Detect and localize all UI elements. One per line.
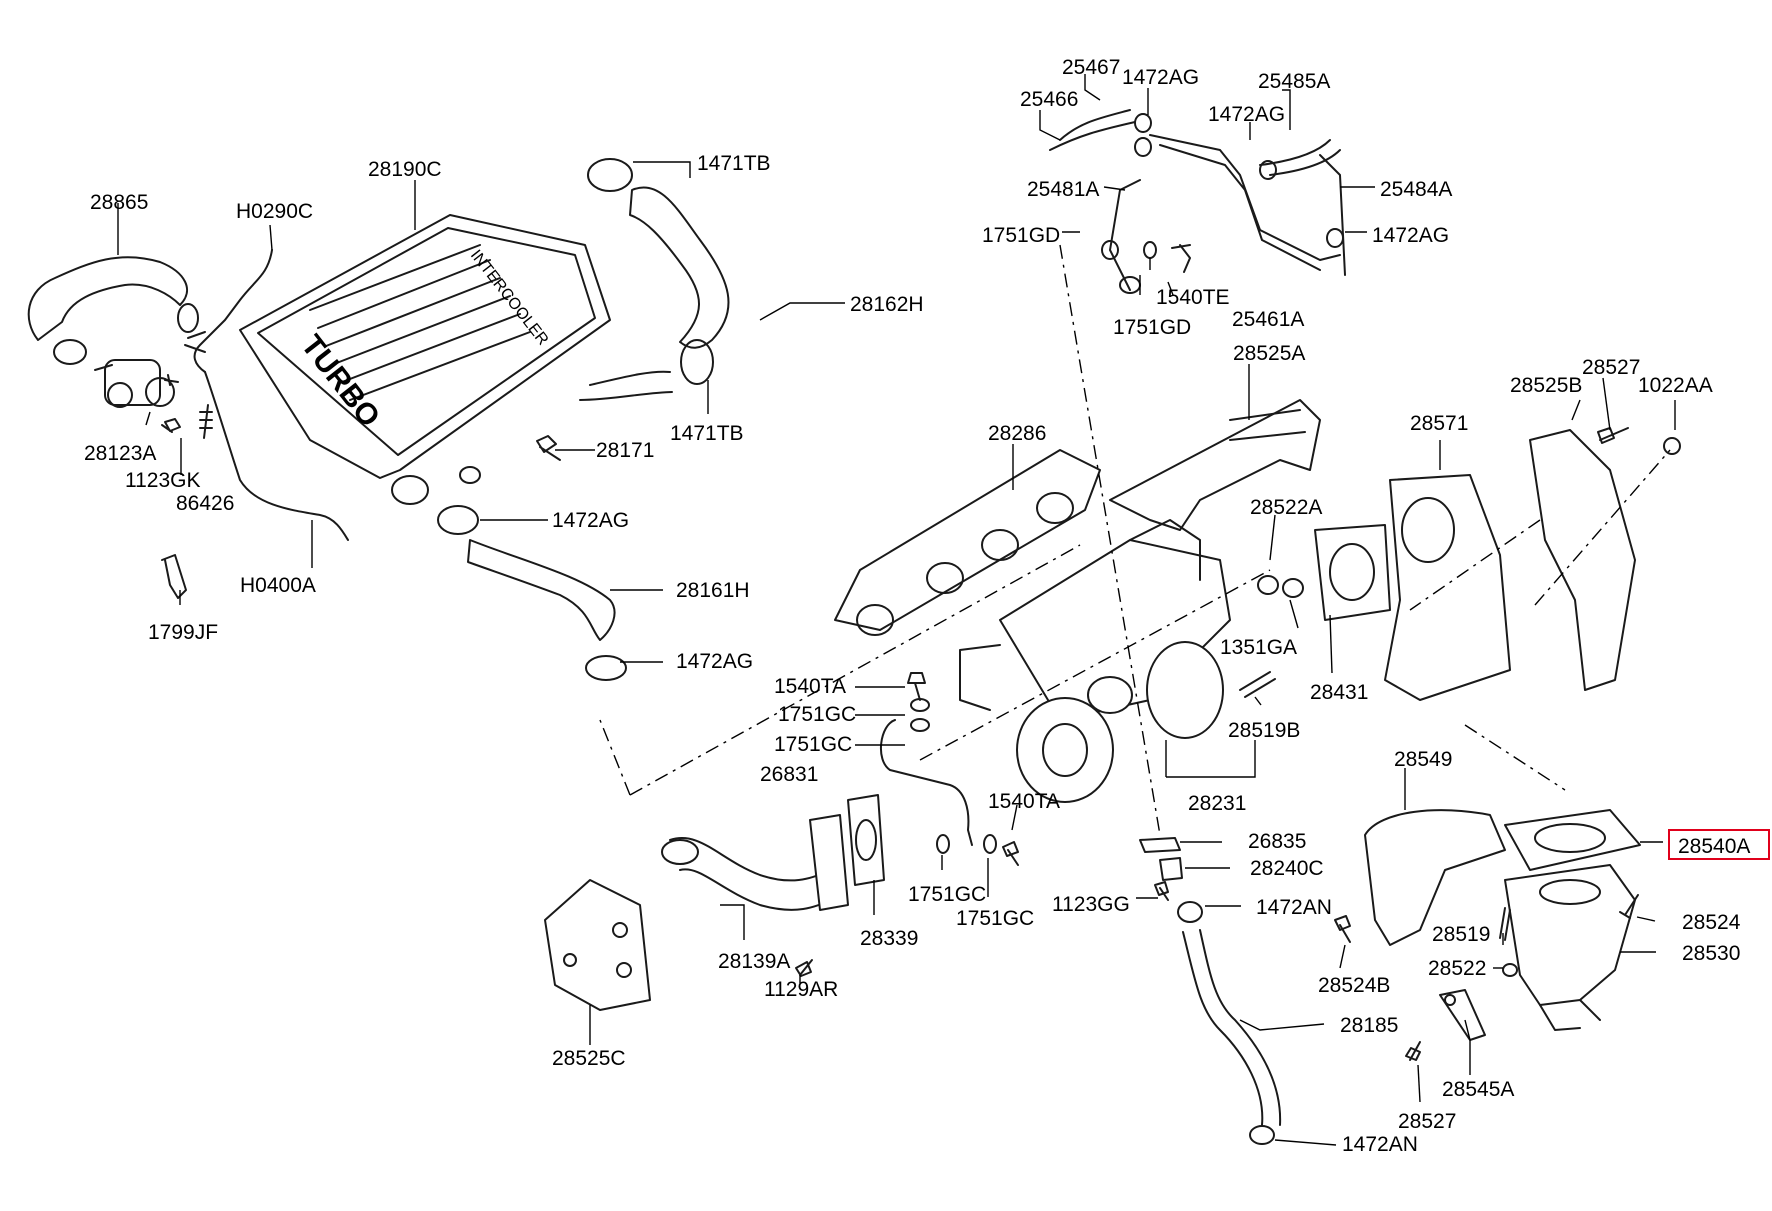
label-1540TA[interactable]: 1540TA	[774, 675, 846, 698]
elbow-28571	[1384, 474, 1511, 701]
label-1472AN-2[interactable]: 1472AN	[1342, 1133, 1418, 1156]
label-1472AG-5[interactable]: 1472AG	[676, 650, 753, 673]
label-25484A[interactable]: 25484A	[1380, 178, 1452, 201]
label-28185[interactable]: 28185	[1340, 1014, 1398, 1037]
turbocharger-28231	[959, 519, 1231, 803]
label-28519[interactable]: 28519	[1432, 923, 1490, 946]
label-1751GC-4[interactable]: 1751GC	[956, 907, 1034, 930]
label-1022AA[interactable]: 1022AA	[1638, 374, 1713, 397]
valve-28123A	[94, 359, 179, 408]
label-1751GD-2[interactable]: 1751GD	[1113, 316, 1191, 339]
coolant-lines-25461A	[1049, 109, 1346, 291]
gasket-28540A	[1504, 809, 1641, 871]
label-28431[interactable]: 28431	[1310, 681, 1368, 704]
gasket-28431	[1314, 524, 1391, 621]
intercooler-28190C: TURBO INTERCOOLER	[239, 214, 611, 479]
hose-28865	[27, 256, 189, 341]
label-1123GG[interactable]: 1123GG	[1052, 893, 1130, 916]
hose-28161H	[467, 539, 616, 641]
label-28339[interactable]: 28339	[860, 927, 918, 950]
heat-shield-28549	[1364, 809, 1506, 946]
label-28527-2[interactable]: 28527	[1398, 1110, 1456, 1133]
hose-28162H	[629, 186, 730, 349]
pipe-28139A	[669, 837, 836, 911]
bracket-28525C	[544, 879, 651, 1011]
label-28525C[interactable]: 28525C	[552, 1047, 626, 1070]
label-1540TE[interactable]: 1540TE	[1156, 286, 1230, 309]
label-28530[interactable]: 28530	[1682, 942, 1740, 965]
label-28540A[interactable]: 28540A	[1678, 835, 1750, 858]
hose-H0400A	[204, 371, 349, 541]
heat-shield-28525A	[1109, 399, 1321, 531]
label-25466[interactable]: 25466	[1020, 88, 1078, 111]
label-28171[interactable]: 28171	[596, 439, 654, 462]
label-28123A[interactable]: 28123A	[84, 442, 156, 465]
alignment-lines	[599, 244, 1671, 836]
label-28865[interactable]: 28865	[90, 191, 148, 214]
oil-line-26831	[879, 719, 973, 846]
highlighted-part-28540A[interactable]: 28540A	[1668, 829, 1770, 860]
label-1472AG-4[interactable]: 1472AG	[552, 509, 629, 532]
label-1472AG-2[interactable]: 1472AG	[1208, 103, 1285, 126]
label-1751GC-2[interactable]: 1751GC	[774, 733, 852, 756]
gasket-28286	[834, 449, 1101, 636]
part-labels: 25467 1472AG 25485A 25466 1472AG 1471TB …	[84, 56, 1770, 1156]
label-25461A[interactable]: 25461A	[1232, 308, 1304, 331]
label-28545A[interactable]: 28545A	[1442, 1078, 1514, 1101]
label-28525A[interactable]: 28525A	[1233, 342, 1305, 365]
highlight-box	[1668, 829, 1770, 860]
label-1123GK[interactable]: 1123GK	[125, 469, 201, 492]
hose-H0290C	[193, 249, 273, 373]
label-28190C[interactable]: 28190C	[368, 158, 442, 181]
label-25485A[interactable]: 25485A	[1258, 70, 1330, 93]
catalytic-converter-28530	[1504, 864, 1636, 1031]
label-1751GC[interactable]: 1751GC	[778, 703, 856, 726]
label-26835[interactable]: 26835	[1248, 830, 1306, 853]
label-28161H[interactable]: 28161H	[676, 579, 750, 602]
leader-lines	[117, 74, 1676, 1146]
label-86426[interactable]: 86426	[176, 492, 234, 515]
label-26831[interactable]: 26831	[760, 763, 818, 786]
label-1351GA[interactable]: 1351GA	[1220, 636, 1297, 659]
label-28524[interactable]: 28524	[1682, 911, 1741, 934]
label-1751GC-3[interactable]: 1751GC	[908, 883, 986, 906]
label-25481A[interactable]: 25481A	[1027, 178, 1099, 201]
label-1472AN[interactable]: 1472AN	[1256, 896, 1332, 919]
label-1471TB[interactable]: 1471TB	[697, 152, 771, 175]
label-1799JF[interactable]: 1799JF	[148, 621, 218, 644]
label-H0400A[interactable]: H0400A	[240, 574, 316, 597]
label-28527[interactable]: 28527	[1582, 356, 1640, 379]
label-H0290C[interactable]: H0290C	[236, 200, 313, 223]
label-1472AG-3[interactable]: 1472AG	[1372, 224, 1449, 247]
part-illustrations: TURBO INTERCOOLER	[27, 109, 1681, 1145]
label-28162H[interactable]: 28162H	[850, 293, 924, 316]
label-1540TA-2[interactable]: 1540TA	[988, 790, 1060, 813]
gasket-28339	[847, 794, 885, 886]
label-28286[interactable]: 28286	[988, 422, 1046, 445]
label-28522A[interactable]: 28522A	[1250, 496, 1322, 519]
label-28525B[interactable]: 28525B	[1510, 374, 1582, 397]
label-28231[interactable]: 28231	[1188, 792, 1246, 815]
label-28519B[interactable]: 28519B	[1228, 719, 1300, 742]
hose-28185	[1182, 929, 1282, 1126]
label-1472AG[interactable]: 1472AG	[1122, 66, 1199, 89]
label-28522[interactable]: 28522	[1428, 957, 1486, 980]
label-25467[interactable]: 25467	[1062, 56, 1120, 79]
heat-shield-28525B	[1529, 429, 1636, 691]
label-28549[interactable]: 28549	[1394, 748, 1452, 771]
label-1751GD[interactable]: 1751GD	[982, 224, 1060, 247]
label-28139A[interactable]: 28139A	[718, 950, 790, 973]
label-28524B[interactable]: 28524B	[1318, 974, 1390, 997]
label-28240C[interactable]: 28240C	[1250, 857, 1324, 880]
label-1471TB-2[interactable]: 1471TB	[670, 422, 744, 445]
label-1129AR[interactable]: 1129AR	[764, 978, 838, 1001]
label-28571[interactable]: 28571	[1410, 412, 1468, 435]
